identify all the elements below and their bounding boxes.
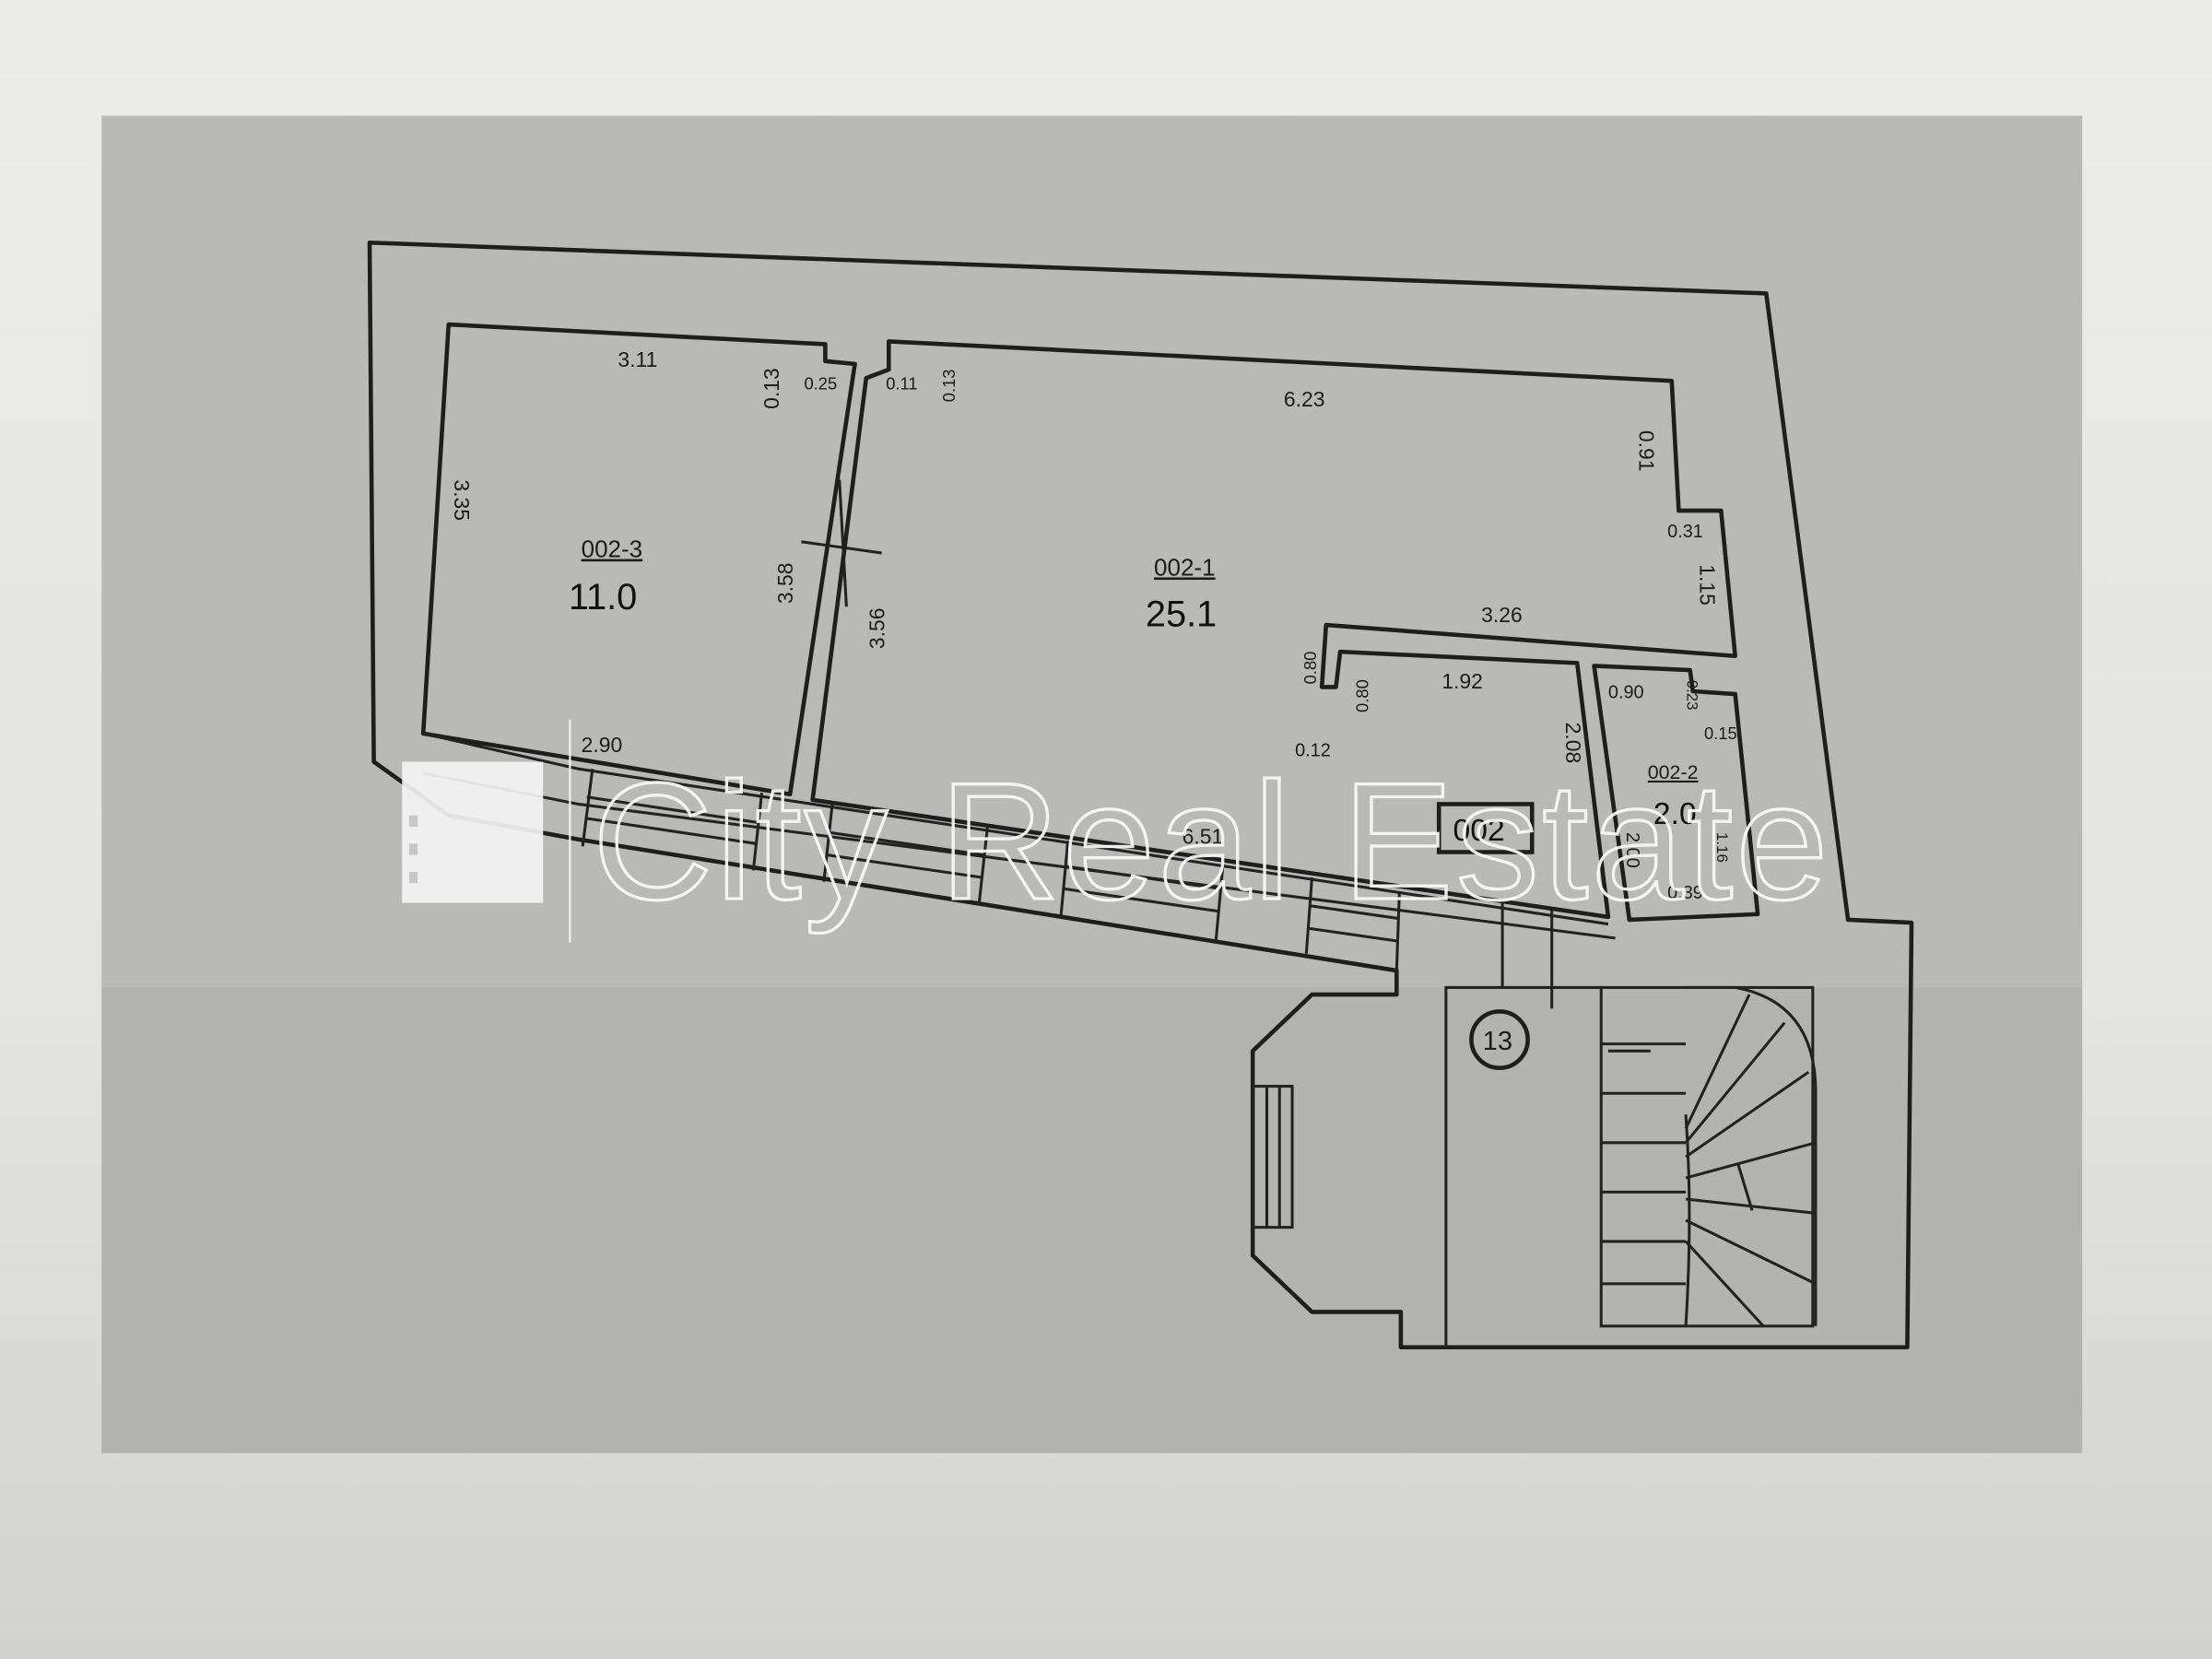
shadow [101,987,2083,1453]
dimension-label: 3.35 [450,479,474,521]
dimension-label: 2.08 [1561,723,1585,764]
watermark-text: City Real Estate [593,748,1831,935]
dimension-label: 0.39 [1667,883,1703,903]
dimension-labels: 3.11 0.13 0.25 0.11 0.13 6.23 0.91 0.31 … [450,347,1737,903]
dimension-label: 0.90 [1608,683,1644,703]
room-label-002-2: 002-2 2.0 [1648,761,1699,831]
watermark-logo-icon [402,761,544,903]
dimension-label: 0.91 [1635,430,1659,472]
dimension-label: 3.11 [618,347,657,371]
dimension-label: 1.16 [1713,832,1731,863]
dimension-label: 0.25 [804,373,837,393]
dimension-label: 2.00 [1622,832,1642,868]
dimension-label: 0.15 [1704,724,1737,743]
room-002-1 [810,339,1737,920]
dimension-label: 6.23 [1284,387,1325,411]
dimension-label: 0.23 [1684,680,1701,711]
room-area: 25.1 [1146,594,1217,635]
dimension-label: 0.80 [1300,652,1320,685]
dimension-label: 0.80 [1353,679,1372,712]
watermark: City Real Estate [402,719,1831,943]
dimension-label: 0.13 [939,369,959,402]
unit-label-box: 002 [1436,802,1535,854]
dimension-label: 6.51 [1182,824,1224,848]
dimension-label: 0.11 [886,373,917,393]
stair-number-marker: 13 [1469,1009,1530,1070]
dimension-label: 0.31 [1667,522,1703,542]
dimension-label: 1.92 [1441,669,1483,693]
room-area: 2.0 [1653,797,1697,831]
room-id: 002-2 [1648,761,1699,783]
room-id: 002-1 [1154,553,1216,581]
dimension-label: 3.56 [865,607,889,649]
dimension-label: 3.58 [773,562,797,604]
room-002-2 [1592,664,1760,923]
dimension-label: 0.12 [1295,740,1331,760]
front-wall [422,479,1616,971]
dimension-label: 1.15 [1695,564,1719,606]
dimension-label: 0.13 [759,368,783,409]
stair-tower [1251,902,1818,1347]
room-id: 002-3 [582,535,643,563]
unit-label: 002 [1453,814,1505,848]
stair-number: 13 [1483,1027,1512,1056]
dimension-label: 2.90 [582,733,623,757]
room-label-002-3: 002-3 11.0 [569,535,642,618]
room-label-002-1: 002-1 25.1 [1146,553,1217,634]
dimension-label: 3.26 [1481,603,1523,627]
room-area: 11.0 [569,577,637,618]
